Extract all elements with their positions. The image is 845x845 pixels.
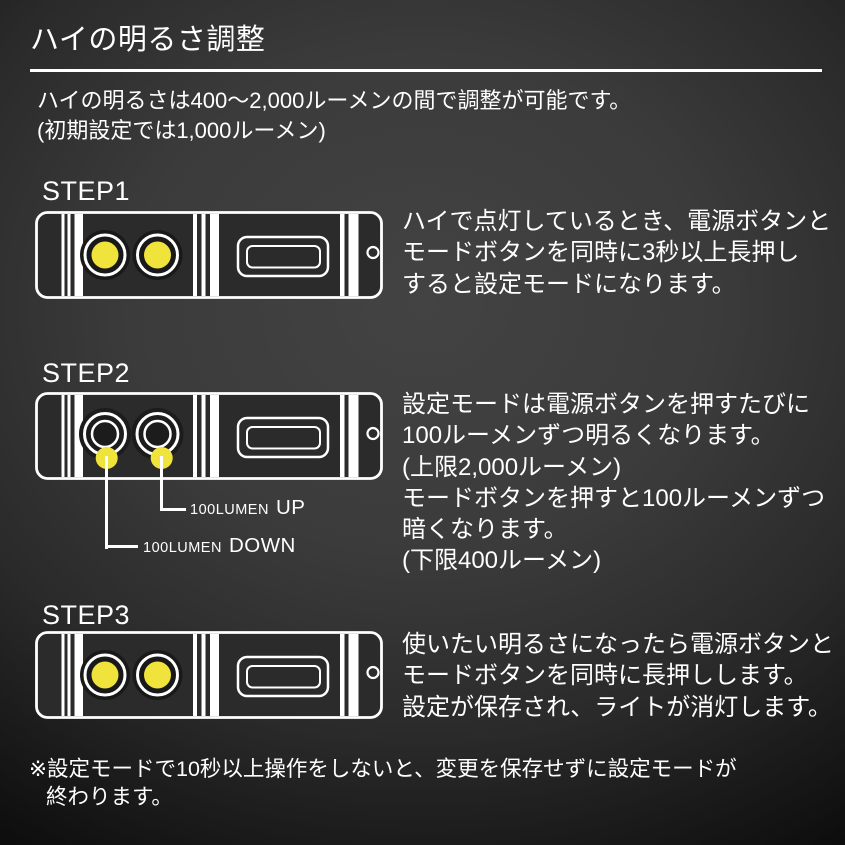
callout-line-down-vertical [104,456,108,549]
display-window-outer [236,655,330,698]
instruction-line: 設定モードは電源ボタンを押すたびに [402,391,810,418]
step1-instructions: ハイで点灯しているとき、電源ボタンと モードボタンを同時に3秒以上長押し すると… [402,206,831,300]
instruction-line: モードボタンを同時に長押しします。 [402,662,808,690]
indicator-hole [366,426,380,441]
mode-button-ring [83,233,127,277]
intro-text: ハイの明るさは400～2,000ルーメンの間で調整が可能です。 (初期設定では1… [37,86,631,145]
display-window-inner [246,665,321,689]
footnote: ※設定モードで10秒以上操作をしないと、変更を保存せずに設定モードが 終わります… [29,756,737,811]
instruction-line: すると設定モードになります。 [402,270,736,298]
instruction-line: 100ルーメンずつ明るくなります。 [402,422,775,450]
page-title: ハイの明るさ調整 [30,24,266,56]
grip-stripes [61,634,359,716]
power-button-inner-ring [143,419,172,449]
lumen-up-prefix: 100LUMEN [190,502,269,518]
mode-button-base [79,408,131,460]
display-window-outer [236,416,330,459]
footnote-line: ※設定モードで10秒以上操作をしないと、変更を保存せずに設定モードが [29,757,737,781]
instruction-line: モードボタンを押すと100ルーメンずつ [402,484,826,512]
step3-instructions: 使いたい明るさになったら電源ボタンと モードボタンを同時に長押しします。 設定が… [402,629,834,723]
lumen-up-word: UP [275,496,306,519]
intro-line: (初期設定では1,000ルーメン) [37,117,326,143]
grip-stripes [61,214,359,296]
power-button-lens [144,241,171,269]
callout-label-down: 100LUMEN DOWN [143,534,296,558]
title-underline [30,69,822,72]
instruction-line: 設定が保存され、ライトが消灯します。 [402,693,832,721]
indicator-hole [366,245,380,260]
grip-stripes [61,395,359,477]
step3-label: STEP3 [42,600,131,630]
callout-line-up-vertical [160,456,164,511]
display-window-inner [246,245,321,269]
mode-button-lens [91,661,119,689]
instruction-line: (下限400ルーメン) [402,547,602,575]
instruction-line: 使いたい明るさになったら電源ボタンと [402,631,834,658]
step1-label: STEP1 [42,176,131,206]
display-window-inner [246,426,321,450]
indicator-hole [366,665,380,680]
step2-instructions: 設定モードは電源ボタンを押すたびに 100ルーメンずつ明るくなります。 (上限2… [402,389,825,577]
power-button-ring [136,653,179,697]
mode-button-inner-ring [90,419,120,449]
lumen-down-prefix: 100LUMEN [143,540,222,556]
instruction-line: ハイで点灯しているとき、電源ボタンと [402,208,832,235]
lumen-down-word: DOWN [228,534,296,557]
footnote-line: 終わります。 [46,784,173,809]
headlight-top-view-step1 [35,211,383,299]
callout-label-up: 100LUMEN UP [190,496,305,520]
instruction-line: モードボタンを同時に3秒以上長押し [402,239,800,267]
mode-button-lens [91,241,119,269]
mode-button-ring [83,653,127,697]
headlight-top-view-step3 [35,631,383,719]
power-button-base [131,408,184,460]
power-button-ring [136,233,179,277]
callout-line-down-horizontal [104,545,138,549]
headlight-top-view-step2 [35,392,383,480]
step2-label: STEP2 [42,358,131,388]
instruction-line: (上限2,000ルーメン) [402,453,622,481]
instruction-line: 暗くなります。 [402,516,568,544]
power-button-lens [144,661,171,689]
display-window-outer [236,235,330,278]
intro-line: ハイの明るさは400～2,000ルーメンの間で調整が可能です。 [37,88,632,113]
callout-line-up-horizontal [160,507,187,511]
